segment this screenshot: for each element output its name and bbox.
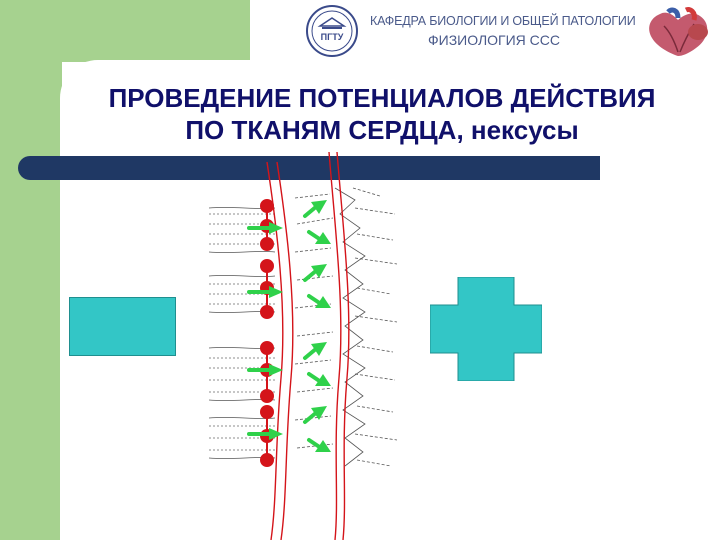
title-line-1: ПРОВЕДЕНИЕ ПОТЕНЦИАЛОВ ДЕЙСТВИЯ bbox=[62, 82, 702, 114]
intercalated-discs bbox=[295, 188, 397, 466]
heart-anatomy-icon bbox=[638, 6, 718, 58]
logo-text: ПГТУ bbox=[321, 32, 344, 42]
university-seal-icon: ПГТУ bbox=[305, 4, 359, 58]
teal-cross-shape bbox=[430, 277, 542, 381]
top-green-panel bbox=[0, 0, 250, 62]
nexus-conduction-diagram bbox=[205, 148, 405, 540]
slide-title: ПРОВЕДЕНИЕ ПОТЕНЦИАЛОВ ДЕЙСТВИЯ ПО ТКАНЯ… bbox=[62, 82, 702, 146]
department-name: КАФЕДРА БИОЛОГИИ И ОБЩЕЙ ПАТОЛОГИИ bbox=[370, 14, 636, 28]
title-line-2: ПО ТКАНЯМ СЕРДЦА, нексусы bbox=[62, 114, 702, 146]
teal-rectangle bbox=[69, 297, 176, 356]
red-membrane-strands bbox=[267, 152, 349, 540]
left-green-panel bbox=[0, 0, 62, 540]
course-name: ФИЗИОЛОГИЯ ССС bbox=[428, 32, 560, 48]
